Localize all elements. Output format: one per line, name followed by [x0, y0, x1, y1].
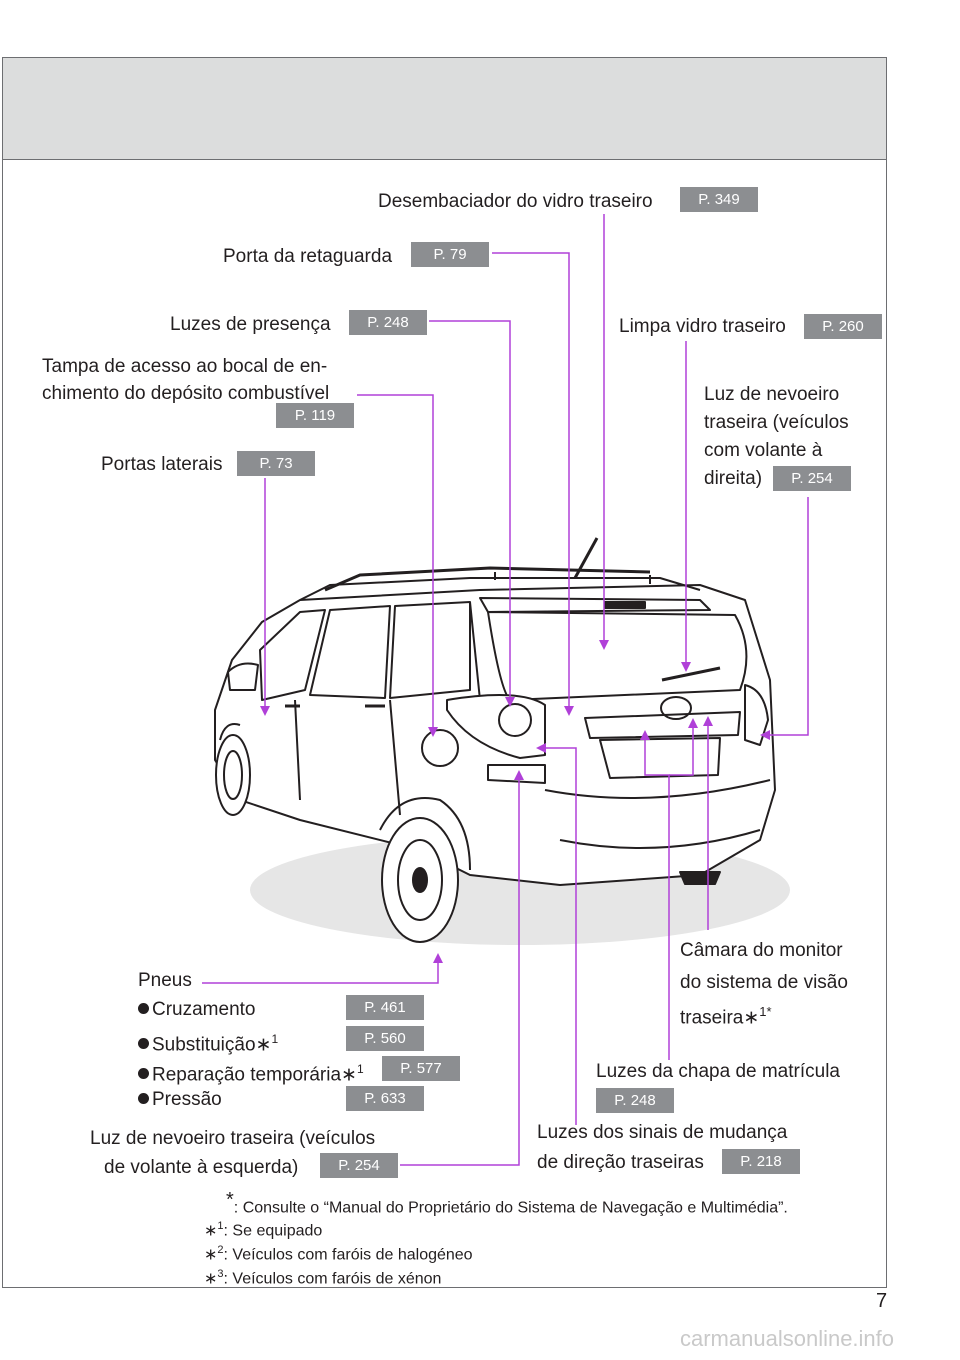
line-sinais: [536, 743, 577, 1125]
footnote-number: 3: [217, 1268, 224, 1280]
label-desembaciador: Desembaciador do vidro traseiro: [378, 191, 653, 212]
label-nevoeiro-dir-line4: direita): [704, 468, 763, 489]
label-limpa-vidro: Limpa vidro traseiro: [619, 316, 786, 337]
callout-lines: [202, 214, 809, 1166]
label-nevoeiro-dir-line1: Luz de nevoeiro: [704, 384, 840, 405]
label-camara-line1: Câmara do monitor: [680, 940, 843, 961]
page-ref-limpa-vidro[interactable]: P. 260: [804, 314, 882, 339]
bullet-icon: [138, 1068, 149, 1080]
item-cruzamento: Cruzamento: [138, 995, 256, 1024]
line-pneus: [202, 953, 443, 984]
label-substituicao: Substituição∗: [152, 1034, 272, 1056]
footnote-text: : Veículos com faróis de halogéneo: [223, 1246, 473, 1264]
item-pressao: Pressão: [138, 1085, 222, 1114]
label-tampa-line1: Tampa de acesso ao bocal de en-: [42, 356, 328, 377]
label-porta-retaguarda: Porta da retaguarda: [223, 246, 393, 267]
footnote-mark: ∗: [204, 1270, 218, 1288]
item-reparacao: Reparação temporária∗1: [138, 1055, 364, 1089]
footnote-mark: *: [226, 1189, 234, 1211]
line-luzes-presenca: [429, 320, 515, 707]
header-band: [3, 58, 886, 160]
label-cruzamento: Cruzamento: [152, 999, 256, 1020]
footnote-1: ∗1: Se equipado: [204, 1216, 322, 1241]
footnote-mark: ∗: [204, 1246, 218, 1264]
page-ref-reparacao[interactable]: P. 577: [382, 1056, 460, 1081]
label-reparacao: Reparação temporária∗: [152, 1064, 357, 1086]
footnote-ref: 1: [356, 1062, 364, 1076]
page-number: 7: [876, 1290, 888, 1312]
line-porta-retaguarda: [492, 252, 574, 716]
label-pneus: Pneus: [138, 970, 192, 991]
footnote-3: ∗3: Veículos com faróis de xénon: [204, 1264, 441, 1289]
page-ref-porta-retaguarda[interactable]: P. 79: [411, 242, 489, 267]
page-ref-portas-laterais[interactable]: P. 73: [237, 451, 315, 476]
label-tampa-line2: chimento do depósito combustível: [42, 383, 330, 404]
label-camara-text: traseira∗: [680, 1007, 760, 1029]
label-nevoeiro-dir-line2: traseira (veículos: [704, 412, 849, 433]
page-ref-sinais[interactable]: P. 218: [722, 1149, 800, 1174]
label-nevoeiro-esq-line1: Luz de nevoeiro traseira (veículos: [90, 1128, 376, 1149]
label-camara-line3: traseira∗1*: [680, 997, 772, 1032]
page-ref-nevoeiro-dir[interactable]: P. 254: [773, 466, 851, 491]
footnote-number: 1: [217, 1220, 224, 1232]
label-pressao: Pressão: [152, 1089, 222, 1110]
car-illustration: [214, 537, 790, 945]
label-portas-laterais: Portas laterais: [101, 454, 223, 475]
footnote-mark: ∗: [204, 1222, 218, 1240]
footnote-number: 2: [217, 1244, 224, 1256]
label-sinais-line2: de direção traseiras: [537, 1152, 704, 1173]
footnote-2: ∗2: Veículos com faróis de halogéneo: [204, 1240, 473, 1265]
line-tampa: [357, 394, 438, 737]
footnote-star: *: Consulte o “Manual do Proprietário do…: [226, 1190, 788, 1218]
page-ref-cruzamento[interactable]: P. 461: [346, 995, 424, 1020]
footnote-text: : Veículos com faróis de xénon: [223, 1270, 442, 1288]
page-ref-tampa[interactable]: P. 119: [276, 403, 354, 428]
page-ref-nevoeiro-esq[interactable]: P. 254: [320, 1153, 398, 1178]
bullet-icon: [138, 1038, 149, 1050]
footnote-text: : Se equipado: [223, 1222, 323, 1240]
footnote-ref: 1*: [759, 1004, 772, 1019]
label-luzes-presenca: Luzes de presença: [170, 314, 331, 335]
label-camara-line2: do sistema de visão: [680, 972, 848, 993]
bullet-icon: [138, 1003, 149, 1014]
label-sinais-line1: Luzes dos sinais de mudança: [537, 1122, 788, 1143]
page-ref-chapa[interactable]: P. 248: [596, 1088, 674, 1113]
watermark: carmanualsonline.info: [680, 1326, 895, 1351]
line-nevoeiro-dir: [760, 497, 809, 740]
page-ref-substituicao[interactable]: P. 560: [346, 1026, 424, 1051]
label-nevoeiro-esq-line2: de volante à esquerda): [104, 1157, 299, 1178]
label-chapa: Luzes da chapa de matrícula: [596, 1061, 840, 1082]
page-ref-desembaciador[interactable]: P. 349: [680, 187, 758, 212]
page-ref-luzes-presenca[interactable]: P. 248: [349, 310, 427, 335]
label-nevoeiro-dir-line3: com volante à: [704, 440, 823, 461]
footnote-ref: 1: [271, 1032, 279, 1046]
line-chapa-a: [640, 730, 670, 1060]
page-ref-pressao[interactable]: P. 633: [346, 1086, 424, 1111]
footnote-text: : Consulte o “Manual do Proprietário do …: [233, 1199, 788, 1217]
line-nevoeiro-esq: [400, 770, 524, 1166]
bullet-icon: [138, 1093, 149, 1104]
item-substituicao: Substituição∗1: [138, 1025, 278, 1059]
page-frame: [2, 57, 887, 1288]
line-chapa-b: [669, 718, 698, 776]
